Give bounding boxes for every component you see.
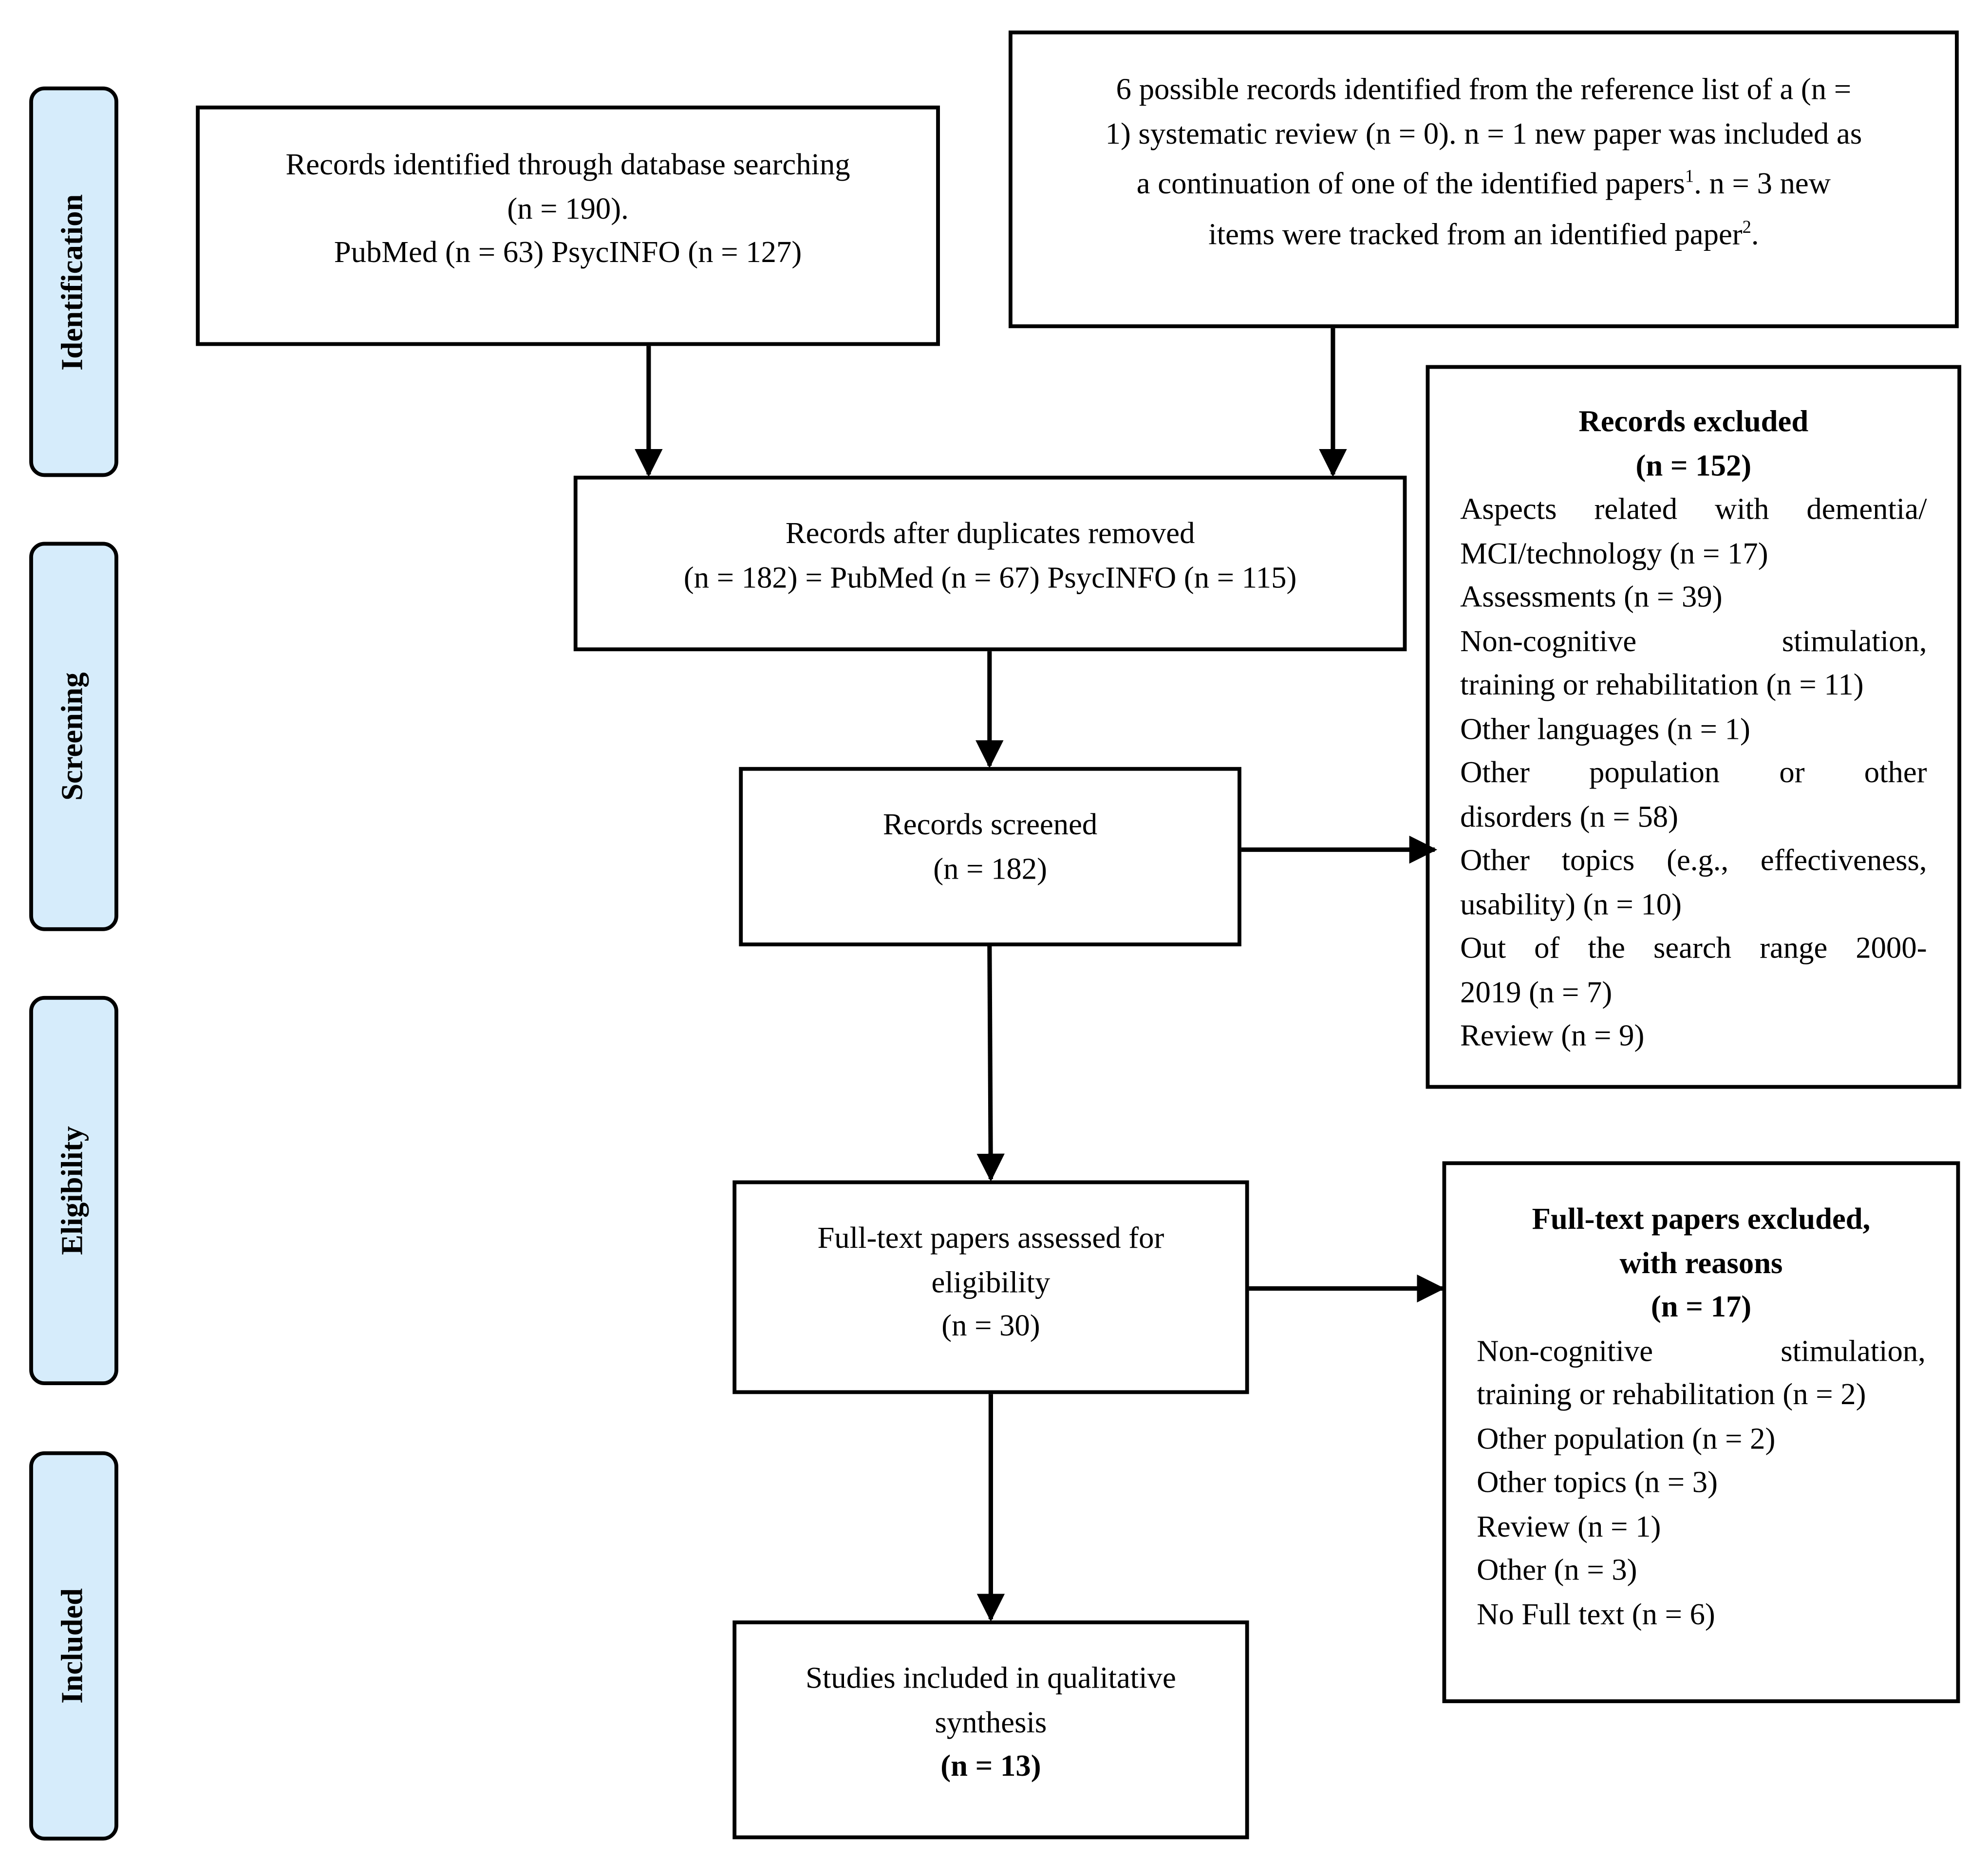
- exclusion-reason: 2019 (n = 7): [1460, 976, 1613, 1010]
- database-search-line: Records identified through database sear…: [285, 149, 850, 182]
- fulltext-exclusion-reason: Review (n = 1): [1477, 1510, 1661, 1544]
- fulltext-excluded-title: Full-text papers excluded,: [1532, 1203, 1871, 1237]
- fulltext-exclusion-reason: Other topics (n = 3): [1477, 1466, 1718, 1500]
- fulltext-exclusion-reason: Other (n = 3): [1477, 1554, 1637, 1588]
- exclusion-reason: training or rehabilitation (n = 11): [1460, 669, 1864, 702]
- footnote-marker: 2: [1742, 218, 1751, 238]
- exclusion-reason: Other topics (e.g., effectiveness,: [1460, 845, 1927, 878]
- included-studies-box: Studies included in qualitative synthesi…: [732, 1620, 1249, 1840]
- footnote-marker: 1: [1685, 168, 1694, 187]
- records-screened-box: Records screened (n = 182): [739, 767, 1241, 947]
- exclusion-reason: disorders (n = 58): [1460, 801, 1679, 834]
- exclusion-reason: Non-cognitive stimulation,: [1460, 625, 1927, 658]
- exclusion-reason: Assessments (n = 39): [1460, 581, 1723, 615]
- other-sources-text: .: [1751, 218, 1759, 251]
- other-sources-box: 6 possible records identified from the r…: [1008, 30, 1959, 328]
- fulltext-exclusion-reason: Other population (n = 2): [1477, 1423, 1776, 1456]
- exclusion-reason: Other population or other: [1460, 756, 1927, 790]
- other-sources-text: items were tracked from an identified pa…: [1208, 218, 1743, 251]
- other-sources-line: 6 possible records identified from the r…: [1116, 74, 1852, 107]
- other-sources-text: . n = 3 new: [1694, 168, 1831, 201]
- fulltext-excluded-box: Full-text papers excluded, with reasons …: [1442, 1161, 1960, 1703]
- stage-label-screening: Screening: [29, 542, 118, 931]
- duplicates-removed-box: Records after duplicates removed (n = 18…: [573, 475, 1407, 652]
- fulltext-assessed-line: (n = 30): [941, 1310, 1040, 1343]
- exclusion-reason: usability) (n = 10): [1460, 888, 1682, 922]
- other-sources-line: 1) systematic review (n = 0). n = 1 new …: [1105, 117, 1862, 151]
- stage-label-eligibility: Eligibility: [29, 996, 118, 1386]
- records-screened-line: (n = 182): [933, 853, 1048, 886]
- exclusion-reason: Other languages (n = 1): [1460, 713, 1750, 746]
- stage-label-identification: Identification: [29, 86, 118, 477]
- included-studies-line: Studies included in qualitative: [806, 1662, 1176, 1696]
- records-screened-line: Records screened: [882, 808, 1098, 842]
- fulltext-excluded-title: with reasons: [1619, 1247, 1783, 1280]
- database-search-line: (n = 190).: [507, 192, 629, 226]
- records-excluded-count: (n = 152): [1635, 450, 1752, 483]
- records-excluded-title: Records excluded: [1578, 406, 1809, 439]
- fulltext-exclusion-reason: Non-cognitive stimulation,: [1477, 1334, 1926, 1368]
- included-studies-line: synthesis: [935, 1706, 1047, 1740]
- exclusion-reason: Out of the search range 2000-: [1460, 932, 1927, 966]
- other-sources-text: a continuation of one of the identified …: [1136, 168, 1685, 201]
- included-studies-count: (n = 13): [940, 1750, 1041, 1784]
- fulltext-assessed-line: eligibility: [931, 1266, 1050, 1299]
- other-sources-line: a continuation of one of the identified …: [1013, 156, 1955, 207]
- duplicates-removed-line: Records after duplicates removed: [785, 517, 1195, 551]
- fulltext-exclusion-reason: training or rehabilitation (n = 2): [1477, 1378, 1866, 1412]
- duplicates-removed-line: (n = 182) = PubMed (n = 67) PsycINFO (n …: [683, 562, 1297, 595]
- exclusion-reason: MCI/technology (n = 17): [1460, 537, 1768, 571]
- stage-label-included: Included: [29, 1451, 118, 1841]
- records-excluded-box: Records excluded (n = 152) Aspects relat…: [1425, 365, 1962, 1089]
- exclusion-reason: Review (n = 9): [1460, 1020, 1645, 1053]
- database-search-box: Records identified through database sear…: [196, 105, 940, 346]
- other-sources-line: items were tracked from an identified pa…: [1013, 207, 1955, 257]
- fulltext-excluded-count: (n = 17): [1650, 1291, 1752, 1324]
- fulltext-assessed-line: Full-text papers assessed for: [817, 1222, 1164, 1256]
- exclusion-reason: Aspects related with dementia/: [1460, 493, 1927, 527]
- fulltext-exclusion-reason: No Full text (n = 6): [1477, 1598, 1715, 1632]
- arrow-screened-to-fulltext: [976, 946, 1005, 1182]
- fulltext-assessed-box: Full-text papers assessed for eligibilit…: [732, 1180, 1249, 1394]
- database-search-line: PubMed (n = 63) PsycINFO (n = 127): [334, 236, 802, 270]
